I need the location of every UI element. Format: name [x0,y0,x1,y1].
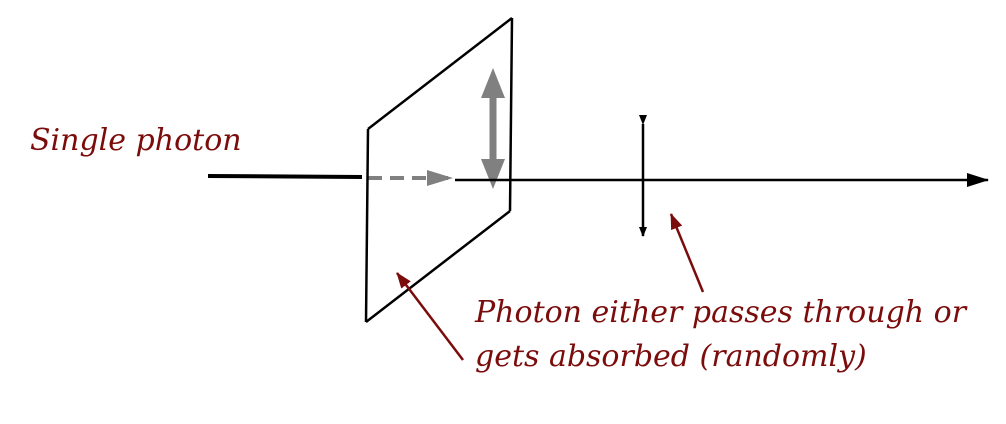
annotation-arrow-to-beam [669,213,705,293]
single-photon-label: Single photon [30,123,242,158]
annotation-arrow-to-polarizer [396,272,464,361]
outcome-label-line1: Photon either passes through or [475,295,967,330]
polarizer-axis-double-arrow [481,68,505,189]
outcome-label-line2: gets absorbed (randomly) [475,339,867,374]
incoming-photon-beam [207,174,363,179]
